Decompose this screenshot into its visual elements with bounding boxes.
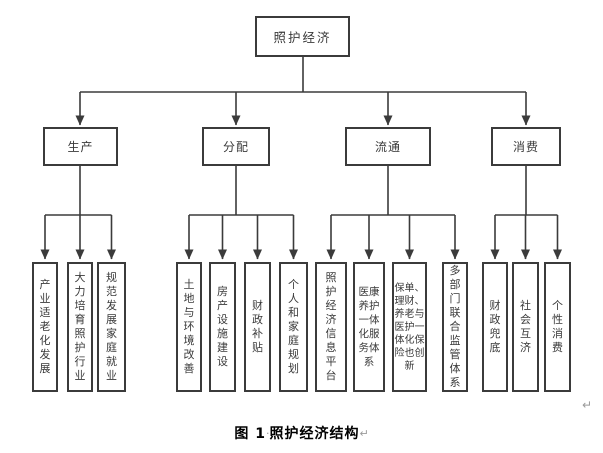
space-formatting-mark: · bbox=[265, 427, 270, 440]
node-distribution: 分配 bbox=[202, 127, 270, 166]
leaf-fiscal-backstop: 财 政 兜 底 bbox=[482, 262, 508, 392]
leaf-cultivate-care-industry: 大 力 培 育 照 护 行 业 bbox=[67, 262, 93, 392]
caption-return-mark: ↵ bbox=[359, 427, 369, 440]
node-production: 生产 bbox=[43, 127, 118, 166]
figure-title: 照护经济结构 bbox=[269, 426, 360, 442]
paragraph-return-mark: ↵ bbox=[582, 398, 593, 412]
leaf-social-mutual-aid: 社 会 互 济 bbox=[512, 262, 539, 392]
figure-caption: 图 1·照护经济结构↵ bbox=[0, 423, 603, 447]
leaf-multi-department-supervision: 多 部 门 联 合 监 管 体 系 bbox=[442, 262, 468, 392]
leaf-personal-family-planning: 个 人 和 家 庭 规 划 bbox=[279, 262, 308, 392]
node-consumption: 消费 bbox=[491, 127, 561, 166]
leaf-land-environment-improvement: 土 地 与 环 境 改 善 bbox=[176, 262, 202, 392]
leaf-personalized-consumption: 个 性 消 费 bbox=[544, 262, 571, 392]
leaf-insurance-innovation: 保单、 理财、 养老与 医护一 体化保 险也创 新 bbox=[392, 262, 427, 392]
leaf-regulate-family-employment: 规 范 发 展 家 庭 就 业 bbox=[97, 262, 126, 392]
leaf-integrated-medical-care-service: 医康 养护 一体 化服 务体 系 bbox=[353, 262, 385, 392]
figure-number: 图 1 bbox=[234, 426, 266, 442]
leaf-care-economy-info-platform: 照 护 经 济 信 息 平 台 bbox=[315, 262, 347, 392]
leaf-property-facility-construction: 房 产 设 施 建 设 bbox=[209, 262, 236, 392]
leaf-fiscal-subsidy: 财 政 补 贴 bbox=[244, 262, 271, 392]
node-circulation: 流通 bbox=[345, 127, 431, 166]
leaf-industry-aging-development: 产 业 适 老 化 发 展 bbox=[32, 262, 58, 392]
node-care-economy-root: 照护经济 bbox=[255, 16, 350, 57]
